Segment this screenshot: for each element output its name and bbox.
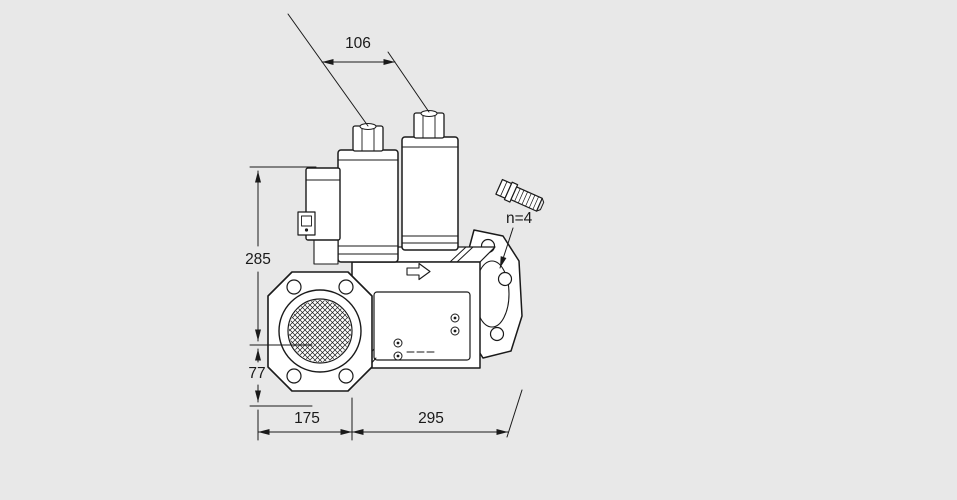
panel-screws bbox=[393, 313, 460, 361]
solenoid-left-coil bbox=[337, 149, 399, 263]
bolt-tip bbox=[536, 197, 545, 212]
callout-bolt-count: n=4 bbox=[499, 210, 533, 269]
bolt-thread-lines bbox=[514, 188, 539, 210]
dim-label-285: 285 bbox=[245, 251, 271, 268]
coil-band-lines bbox=[401, 146, 459, 244]
left-flange bbox=[267, 271, 373, 392]
dim-label-106: 106 bbox=[345, 35, 371, 52]
extension-line bbox=[506, 389, 523, 438]
bolt-hole bbox=[338, 368, 354, 384]
solenoid-right-coil bbox=[401, 136, 459, 251]
bolt-hole bbox=[286, 368, 302, 384]
cable-gland-inner bbox=[301, 215, 312, 227]
dim-label-175: 175 bbox=[294, 410, 320, 427]
dimension-77: 77 bbox=[248, 344, 313, 407]
extension-line bbox=[287, 13, 369, 127]
terminal-box bbox=[297, 167, 341, 265]
solenoid-left bbox=[337, 123, 399, 263]
body-panel bbox=[373, 291, 471, 361]
dim-label-295: 295 bbox=[418, 410, 444, 427]
strainer-mesh-screen bbox=[289, 300, 351, 362]
solenoid-right bbox=[401, 110, 459, 251]
seat-slash-marks bbox=[449, 246, 474, 263]
valve-body bbox=[351, 246, 496, 369]
flow-direction-arrow-icon bbox=[406, 262, 431, 281]
bolt-hole bbox=[489, 326, 505, 342]
bolt-hole bbox=[497, 271, 513, 287]
cap-top bbox=[420, 110, 438, 117]
coil-band-lines bbox=[337, 159, 399, 255]
dim-label-77: 77 bbox=[248, 365, 265, 382]
cable-gland-dot bbox=[304, 228, 309, 232]
dimension-285: 285 bbox=[245, 166, 317, 342]
bolt-head-facet bbox=[500, 181, 508, 197]
bolt-hole bbox=[338, 279, 354, 295]
leader-line bbox=[499, 227, 514, 269]
dimension-295: 295 bbox=[351, 389, 523, 438]
cap-facet-lines bbox=[422, 112, 436, 139]
flange-bolt-icon bbox=[495, 178, 545, 212]
bolt-shank bbox=[510, 186, 543, 212]
terminal-box-base bbox=[313, 239, 339, 265]
dimension-annotations: 106 285 77 175 bbox=[245, 13, 533, 441]
cap-facet-lines bbox=[361, 125, 375, 152]
bolt-hole bbox=[286, 279, 302, 295]
bolt-count-label: n=4 bbox=[506, 210, 533, 227]
dimension-106: 106 bbox=[287, 13, 430, 127]
